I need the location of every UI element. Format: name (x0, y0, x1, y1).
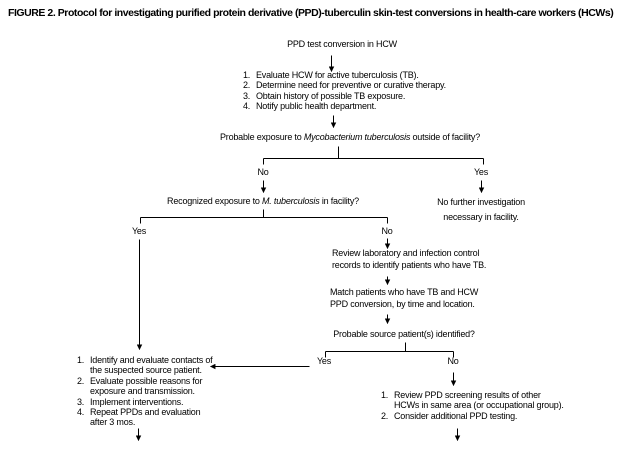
list-item: 1. Evaluate HCW for active tuberculosis … (243, 70, 446, 80)
branch3-yes-label: Yes (316, 356, 332, 366)
item-number: 2. (381, 410, 389, 421)
figure-title: FIGURE 2. Protocol for investigating pur… (8, 7, 614, 19)
node-no-further-investigation: No further investigation necessary in fa… (437, 195, 525, 225)
item-text: Consider additional PPD testing. (394, 410, 518, 421)
node-text-line: records to identify patients who have TB… (332, 259, 487, 270)
question-text-post: in facility? (319, 196, 359, 206)
branch3-lines (325, 342, 454, 358)
item-text: Identify and evaluate contacts of (90, 355, 213, 365)
node-text-line: necessary in facility. (443, 212, 519, 222)
list-item: 3. Obtain history of possible TB exposur… (243, 91, 446, 101)
item-number: 1. (77, 355, 85, 365)
question-source-patient: Probable source patient(s) identified? (333, 329, 475, 339)
list-item: 1. Review PPD screening results of other… (381, 390, 564, 411)
item-text: Implement interventions. (90, 396, 184, 407)
item-text: Notify public health department. (256, 101, 377, 112)
node-text-line: No further investigation (437, 197, 525, 207)
branch1-lines (263, 146, 484, 165)
item-number: 1. (243, 70, 251, 80)
branch2-no-label: No (381, 226, 393, 236)
node-text-line: Review laboratory and infection control (332, 248, 480, 258)
item-text: Repeat PPDs and evaluation (90, 407, 201, 418)
item-text: the suspected source patient. (90, 365, 202, 376)
list-item: 2. Consider additional PPD testing. (381, 411, 564, 421)
list-item: 4. Notify public health department. (243, 101, 446, 111)
item-text: Review PPD screening results of other (394, 390, 541, 400)
item-number: 3. (77, 396, 85, 407)
branch1-yes-label: Yes (473, 167, 489, 177)
node-contact-steps: 1. Identify and evaluate contacts of the… (77, 355, 213, 428)
item-number: 3. (243, 90, 251, 101)
question-text: Probable source patient(s) identified? (333, 329, 475, 339)
item-text: HCWs in same area (or occupational group… (394, 400, 564, 411)
question-text-italic: M. tuberculosis (262, 196, 320, 206)
question-text-pre: Probable exposure to (219, 132, 304, 142)
item-text: Obtain history of possible TB exposure. (256, 90, 406, 101)
node-match-patients: Match patients who have TB and HCW PPD c… (330, 287, 478, 310)
question-outside-exposure: Probable exposure to Mycobacterium tuber… (220, 132, 480, 142)
item-number: 2. (243, 80, 251, 91)
list-item: 3. Implement interventions. (77, 397, 213, 407)
node-text-line: PPD conversion, by time and location. (330, 298, 475, 309)
node-start: PPD test conversion in HCW (287, 39, 397, 49)
branch1-no-label: No (257, 167, 269, 177)
question-text-post: outside of facility? (410, 132, 481, 142)
question-text-italic: Mycobacterium tuberculosis (303, 132, 411, 142)
item-number: 1. (381, 390, 389, 400)
branch2-lines (140, 209, 388, 224)
node-no-source-steps: 1. Review PPD screening results of other… (381, 390, 564, 421)
node-initial-steps: 1. Evaluate HCW for active tuberculosis … (243, 70, 446, 112)
item-text: Determine need for preventive or curativ… (256, 80, 446, 91)
list-item: 2. Determine need for preventive or cura… (243, 80, 446, 90)
list-item: 1. Identify and evaluate contacts of the… (77, 355, 213, 376)
item-number: 4. (243, 101, 251, 112)
item-text: after 3 mos. (90, 417, 136, 428)
question-facility-exposure: Recognized exposure to M. tuberculosis i… (167, 196, 359, 206)
item-text: Evaluate possible reasons for (90, 375, 203, 386)
item-number: 2. (77, 375, 85, 386)
item-text: exposure and transmission. (90, 386, 195, 397)
node-text-line: Match patients who have TB and HCW (330, 287, 479, 297)
question-text-pre: Recognized exposure to (167, 196, 263, 206)
node-start-text: PPD test conversion in HCW (287, 39, 397, 49)
item-text: Evaluate HCW for active tuberculosis (TB… (256, 70, 419, 80)
item-number: 4. (77, 407, 85, 418)
node-review-records: Review laboratory and infection control … (332, 248, 486, 271)
branch3-no-label: No (447, 356, 459, 366)
list-item: 2. Evaluate possible reasons for exposur… (77, 376, 213, 397)
list-item: 4. Repeat PPDs and evaluation after 3 mo… (77, 407, 213, 428)
branch2-yes-label: Yes (131, 226, 147, 236)
